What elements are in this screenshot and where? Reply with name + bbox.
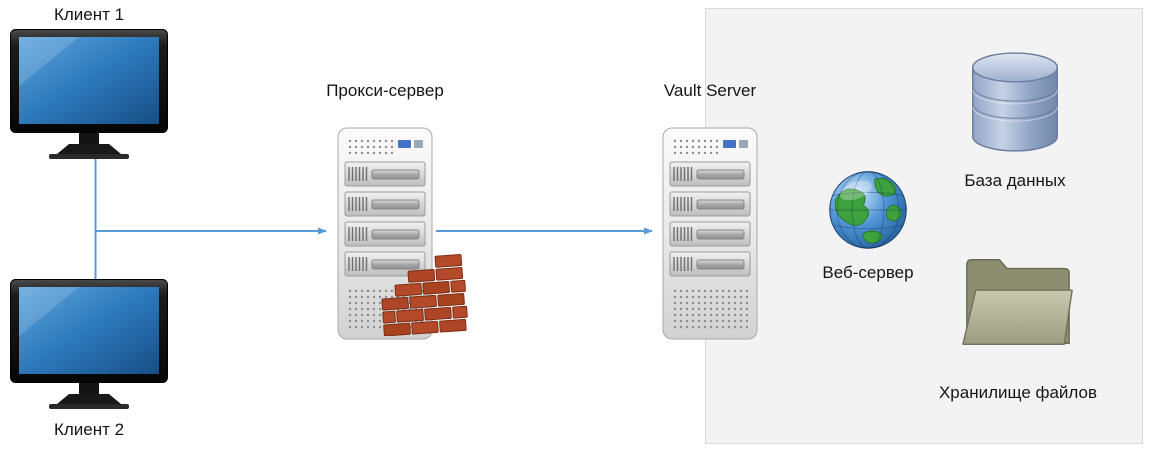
web-server-label: Веб-сервер [822,263,914,282]
file-storage-label: Хранилище файлов [938,383,1098,402]
client-2-label: Клиент 2 [53,420,125,439]
client-1-label: Клиент 1 [53,5,125,24]
firewall-brick-wall-icon [381,254,468,336]
vault-server-label: Vault Server [663,81,757,100]
node-database: База данных [930,46,1100,192]
proxy-server-label: Прокси-сервер [326,81,444,100]
monitor-icon [10,279,168,409]
globe-icon [829,171,907,249]
node-vault-server: Vault Server [640,80,780,341]
database-cylinder-icon [972,52,1058,152]
folder-icon [962,258,1073,346]
node-web-server: Веб-сервер [798,168,938,284]
server-tower-icon [662,127,758,340]
node-client-1: Клиент 1 [8,4,170,163]
node-file-storage: Хранилище файлов [928,250,1108,404]
node-client-2: Клиент 2 [8,278,170,441]
server-components-panel [705,8,1143,444]
monitor-icon [10,29,168,159]
node-firewall [381,254,473,336]
database-label: База данных [964,171,1066,190]
